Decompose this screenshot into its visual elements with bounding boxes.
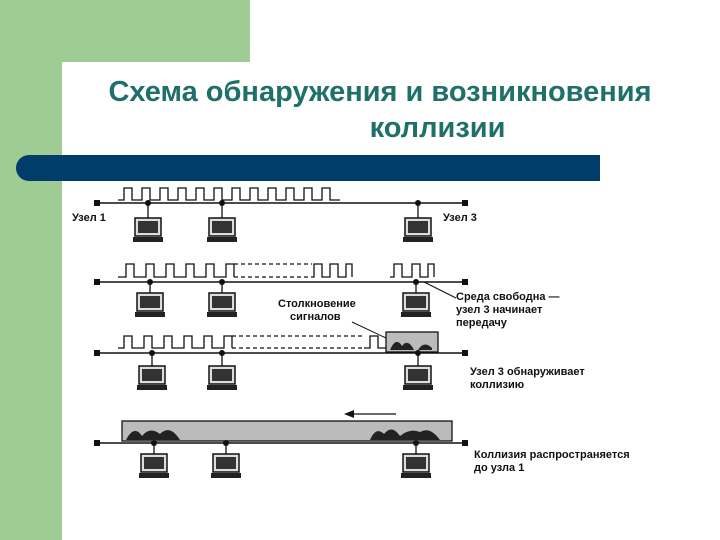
spread-label-2: до узла 1 xyxy=(474,462,524,474)
computer-node-1b xyxy=(134,292,166,318)
node1-label: Узел 1 xyxy=(72,212,106,224)
collision-band xyxy=(121,420,453,442)
computer-node-3b xyxy=(400,292,432,318)
slide-title: Схема обнаружения и возникновения коллиз… xyxy=(70,74,690,146)
top-green-band xyxy=(0,0,250,62)
node3-label: Узел 3 xyxy=(443,212,477,224)
detect-label-2: коллизию xyxy=(470,379,524,391)
detect-label-1: Узел 3 обнаруживает xyxy=(470,366,585,378)
free-label-2: узел 3 начинает xyxy=(456,304,543,316)
computer-node-1d xyxy=(138,453,170,479)
spread-label-1: Коллизия распространяется xyxy=(474,449,630,461)
terminator-left xyxy=(94,200,100,206)
computer-node-2b xyxy=(206,292,238,318)
signal-dashed-2 xyxy=(234,263,312,278)
left-green-band xyxy=(0,0,62,540)
computer-node-3c xyxy=(402,365,434,391)
computer-node-2c xyxy=(206,365,238,391)
node3-signal-2 xyxy=(390,263,435,278)
free-label-1: Среда свободна — xyxy=(456,291,560,303)
signal-wave-1 xyxy=(118,187,340,201)
computer-node-1c xyxy=(136,365,168,391)
computer-node-2d xyxy=(210,453,242,479)
stage-4: Коллизия распространяется до узла 1 xyxy=(94,410,630,479)
signal-dashed-3 xyxy=(232,335,364,349)
computer-node-3d xyxy=(400,453,432,479)
terminator-right xyxy=(462,200,468,206)
signal-wave-3 xyxy=(118,335,233,349)
computer-node-3 xyxy=(402,217,434,243)
free-label-3: передачу xyxy=(456,317,508,329)
stage-1: Узел 1 Узел 3 xyxy=(72,187,477,243)
stage-3: Узел 3 обнаруживает коллизию xyxy=(94,331,585,391)
title-underline-bar xyxy=(16,155,600,181)
title-line-1: Схема обнаружения и возникновения xyxy=(108,76,652,108)
computer-node-2 xyxy=(206,217,238,243)
computer-node-1 xyxy=(132,217,164,243)
stage-2: Среда свободна — узел 3 начинает передач… xyxy=(94,263,560,339)
collision-label-1: Столкновение xyxy=(278,298,356,310)
collision-label-2: сигналов xyxy=(290,311,341,323)
signal-wave-2 xyxy=(118,263,235,278)
title-line-2: коллизии xyxy=(369,112,506,144)
